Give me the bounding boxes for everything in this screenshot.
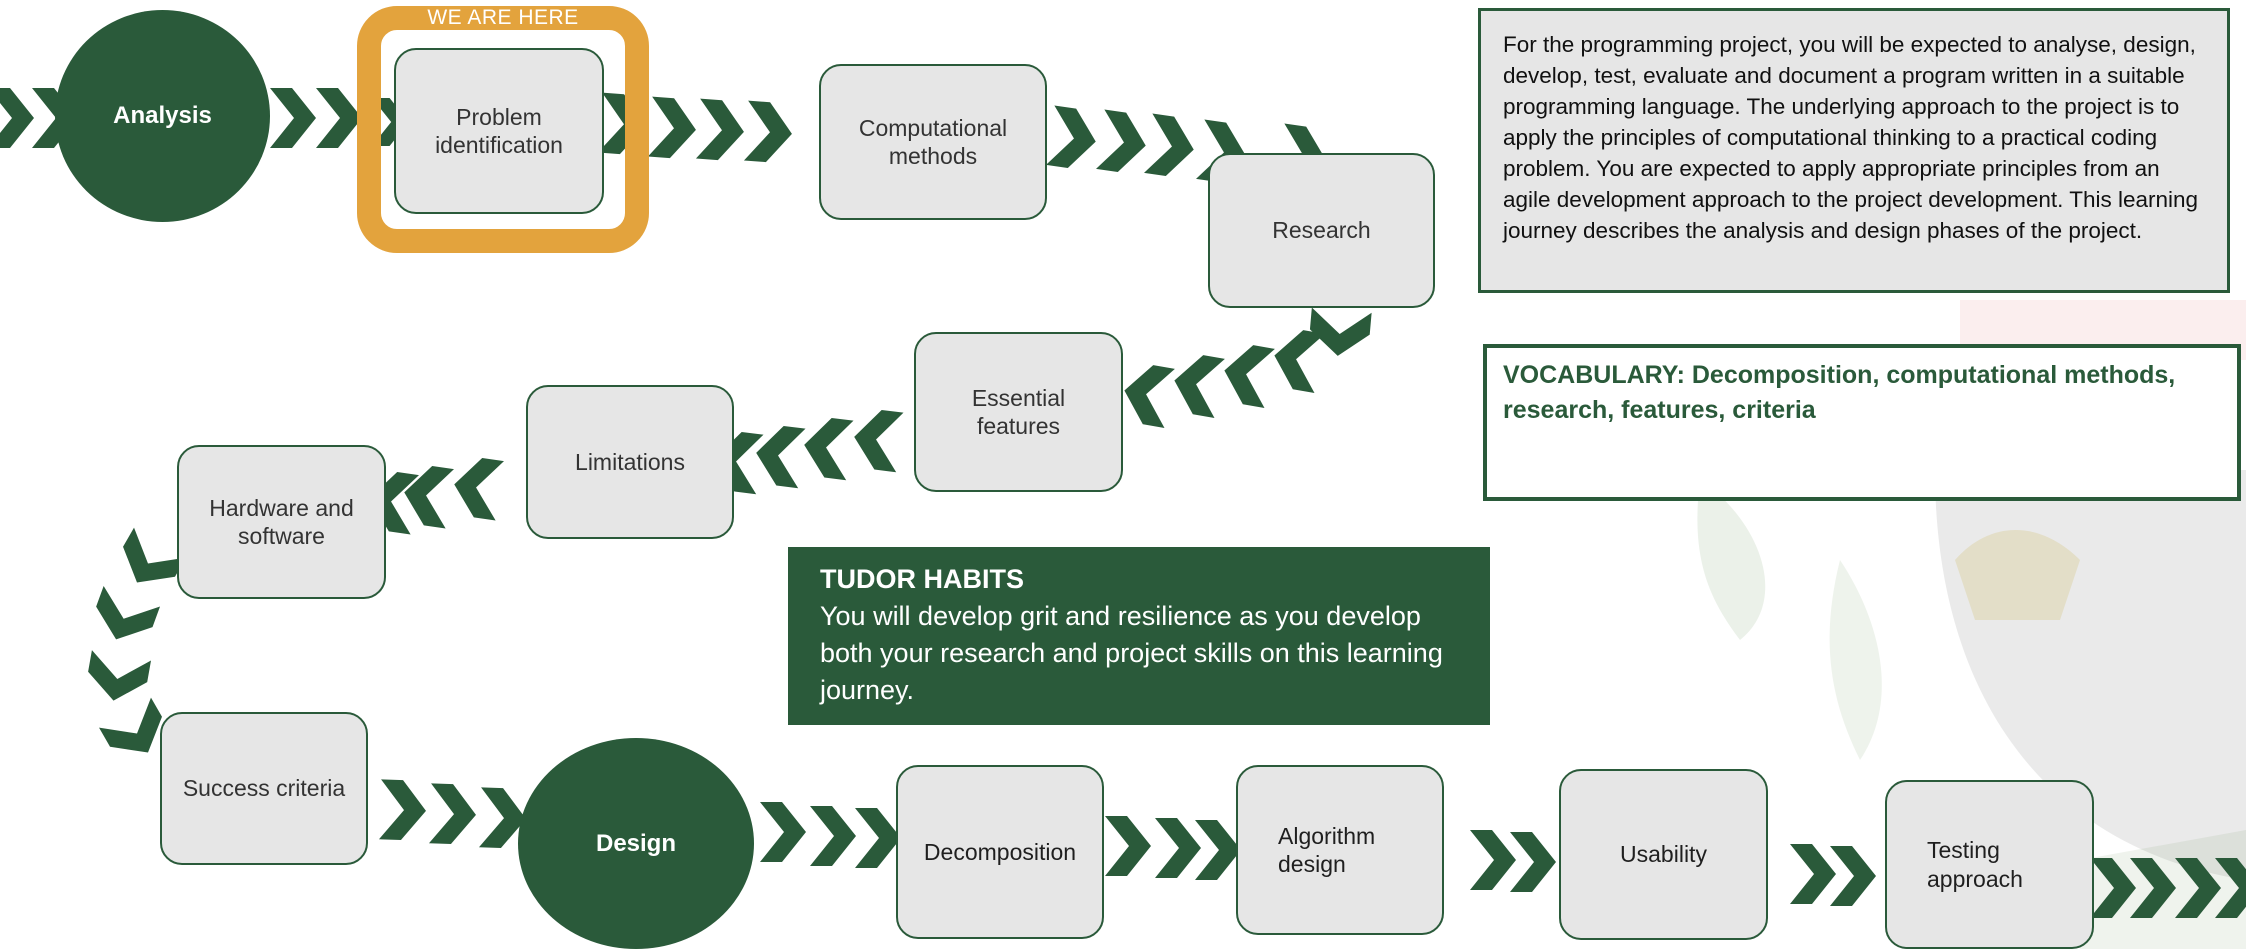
- design-phase-circle: Design: [518, 738, 754, 949]
- project-introduction-box: For the programming project, you will be…: [1478, 8, 2230, 293]
- tudor-habits-text: You will develop grit and resilience as …: [820, 601, 1443, 705]
- chevron-arrow: [478, 787, 526, 849]
- chevron-arrow: [1224, 345, 1275, 409]
- chevron-arrow: [2090, 858, 2136, 918]
- chevron-arrow: [1830, 846, 1876, 906]
- chevron-arrow: [1274, 330, 1325, 394]
- chevron-arrow: [1124, 365, 1175, 429]
- chevron-arrow: [1790, 844, 1836, 904]
- tudor-habits-box: TUDOR HABITS You will develop grit and r…: [788, 547, 1490, 725]
- chevron-arrow: [855, 808, 901, 868]
- chevron-arrow: [1155, 818, 1201, 878]
- chevron-arrow: [96, 585, 161, 640]
- we-are-here-label: WE ARE HERE: [427, 6, 579, 29]
- chevron-arrow: [1309, 307, 1372, 356]
- step-success-criteria: Success criteria: [160, 712, 368, 865]
- chevron-arrow: [454, 458, 504, 521]
- chevron-arrow: [404, 466, 454, 529]
- chevron-arrow: [316, 88, 362, 148]
- vocabulary-box: VOCABULARY: Decomposition, computational…: [1483, 344, 2241, 501]
- chevron-arrow: [1105, 816, 1151, 876]
- chevron-arrow: [99, 697, 162, 753]
- step-computational-methods: Computational methods: [819, 64, 1047, 220]
- step-limitations: Limitations: [526, 385, 734, 539]
- chevron-arrow: [810, 806, 856, 866]
- step-essential-features: Essential features: [914, 332, 1123, 492]
- chevron-arrow: [1144, 113, 1194, 176]
- chevron-arrow: [854, 409, 904, 473]
- step-testing-approach: Testing approach: [1885, 780, 2094, 949]
- chevron-arrow: [378, 779, 426, 841]
- step-research: Research: [1208, 153, 1435, 308]
- chevron-arrow: [88, 650, 152, 701]
- step-algorithm-design: Algorithm design: [1236, 765, 1444, 935]
- step-problem-identification: Problem identification: [394, 48, 604, 214]
- tudor-habits-title: TUDOR HABITS: [820, 564, 1024, 594]
- step-decomposition: Decomposition: [896, 765, 1104, 939]
- chevron-arrow: [2130, 858, 2176, 918]
- chevron-arrow: [695, 98, 744, 161]
- chevron-arrow: [428, 783, 476, 845]
- chevron-arrow: [647, 96, 696, 159]
- chevron-arrow: [0, 88, 34, 148]
- step-usability: Usability: [1559, 769, 1768, 940]
- chevron-arrow: [1096, 109, 1146, 172]
- current-position-highlight: [357, 6, 649, 253]
- chevron-arrow: [123, 527, 186, 583]
- chevron-arrow: [1510, 832, 1556, 892]
- chevron-arrow: [1046, 105, 1096, 168]
- chevron-arrow: [270, 88, 316, 148]
- chevron-arrow: [1174, 355, 1225, 419]
- analysis-phase-circle: Analysis: [55, 10, 270, 222]
- step-hardware-and-software: Hardware and software: [177, 445, 386, 599]
- chevron-arrow: [2215, 858, 2246, 918]
- chevron-arrow: [1470, 830, 1516, 890]
- chevron-arrow: [760, 802, 806, 862]
- chevron-arrow: [756, 425, 806, 489]
- chevron-arrow: [743, 100, 792, 163]
- chevron-arrow: [804, 417, 854, 481]
- chevron-arrow: [1195, 820, 1241, 880]
- chevron-arrow: [2175, 858, 2221, 918]
